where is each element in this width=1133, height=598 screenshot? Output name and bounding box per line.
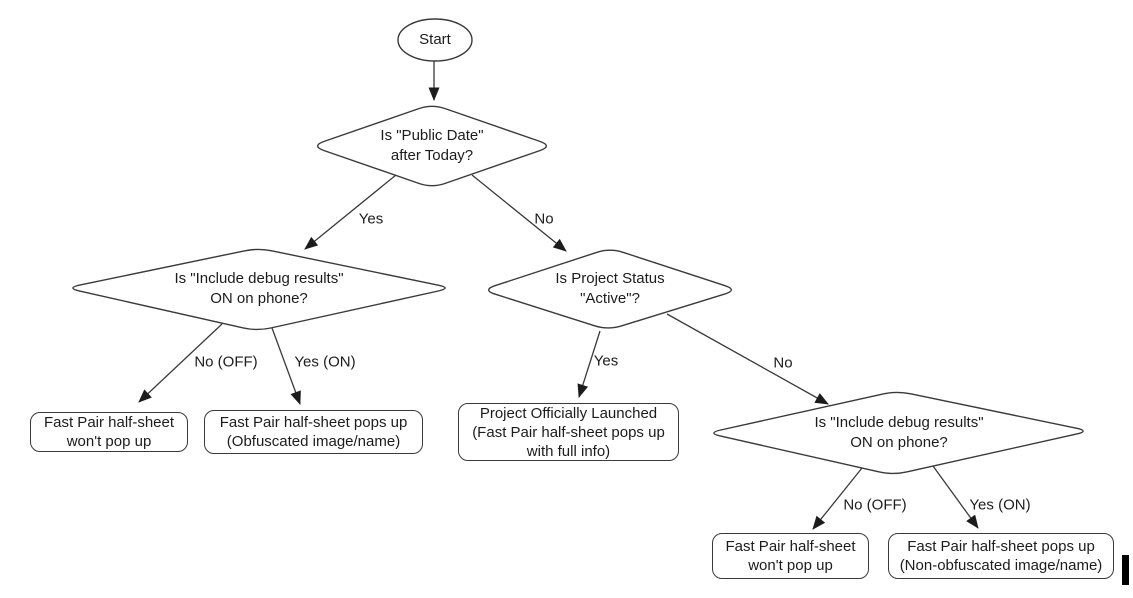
edge-project-status-yes: [577, 330, 601, 398]
start-terminator-label: Start: [419, 31, 451, 48]
result-box-label: Fast Pair half-sheet won't pop up: [43, 414, 175, 450]
result-box-no-popup-left: Fast Pair half-sheet won't pop up: [30, 412, 188, 452]
edge-debug-left-no: [138, 323, 223, 403]
decision-public-date-label: Is "Public Date" after Today?: [380, 127, 484, 164]
result-box-label: Project Officially Launched (Fast Pair h…: [472, 404, 665, 460]
edge-label-debug-left-yes: Yes (ON): [294, 353, 356, 371]
decision-public-date-shape: [316, 105, 548, 187]
decision-project-status-label: Is Project Status "Active"?: [555, 270, 665, 307]
edge-label-debug-right-no: No (OFF): [843, 496, 907, 514]
decision-debug-right-shape: [713, 391, 1084, 475]
edge-label-debug-left-no: No (OFF): [194, 353, 258, 371]
decision-project-status-shape: [487, 249, 733, 329]
edge-public-date-yes: [304, 174, 397, 250]
edge-project-status-no: [666, 313, 829, 405]
result-box-no-popup-right: Fast Pair half-sheet won't pop up: [712, 533, 869, 579]
edge-label-project-status-yes: Yes: [593, 352, 619, 370]
decision-debug-right-label: Is "Include debug results" ON on phone?: [814, 414, 984, 451]
result-box-label: Fast Pair half-sheet pops up (Obfuscated…: [219, 414, 408, 450]
edge-label-public-date-no: No: [534, 210, 554, 228]
result-box-launched: Project Officially Launched (Fast Pair h…: [458, 403, 679, 461]
edge-label-project-status-no: No: [773, 354, 793, 372]
result-box-obfuscated: Fast Pair half-sheet pops up (Obfuscated…: [204, 410, 423, 454]
result-box-label: Fast Pair half-sheet pops up (Non-obfusc…: [899, 538, 1103, 574]
result-box-label: Fast Pair half-sheet won't pop up: [725, 538, 856, 574]
edge-public-date-no: [471, 174, 567, 252]
edge-label-public-date-yes: Yes: [358, 210, 384, 228]
edge-debug-right-no: [812, 467, 863, 530]
decision-debug-left-label: Is "Include debug results" ON on phone?: [174, 270, 344, 307]
edge-label-debug-right-yes: Yes (ON): [969, 496, 1031, 514]
result-box-non-obfuscated: Fast Pair half-sheet pops up (Non-obfusc…: [888, 533, 1114, 579]
decision-debug-left-shape: [72, 248, 446, 331]
edge-debug-left-yes: [271, 327, 301, 405]
edge-debug-right-yes: [932, 465, 979, 529]
start-terminator-shape: [397, 18, 473, 62]
text-cursor-bar: [1122, 555, 1129, 585]
